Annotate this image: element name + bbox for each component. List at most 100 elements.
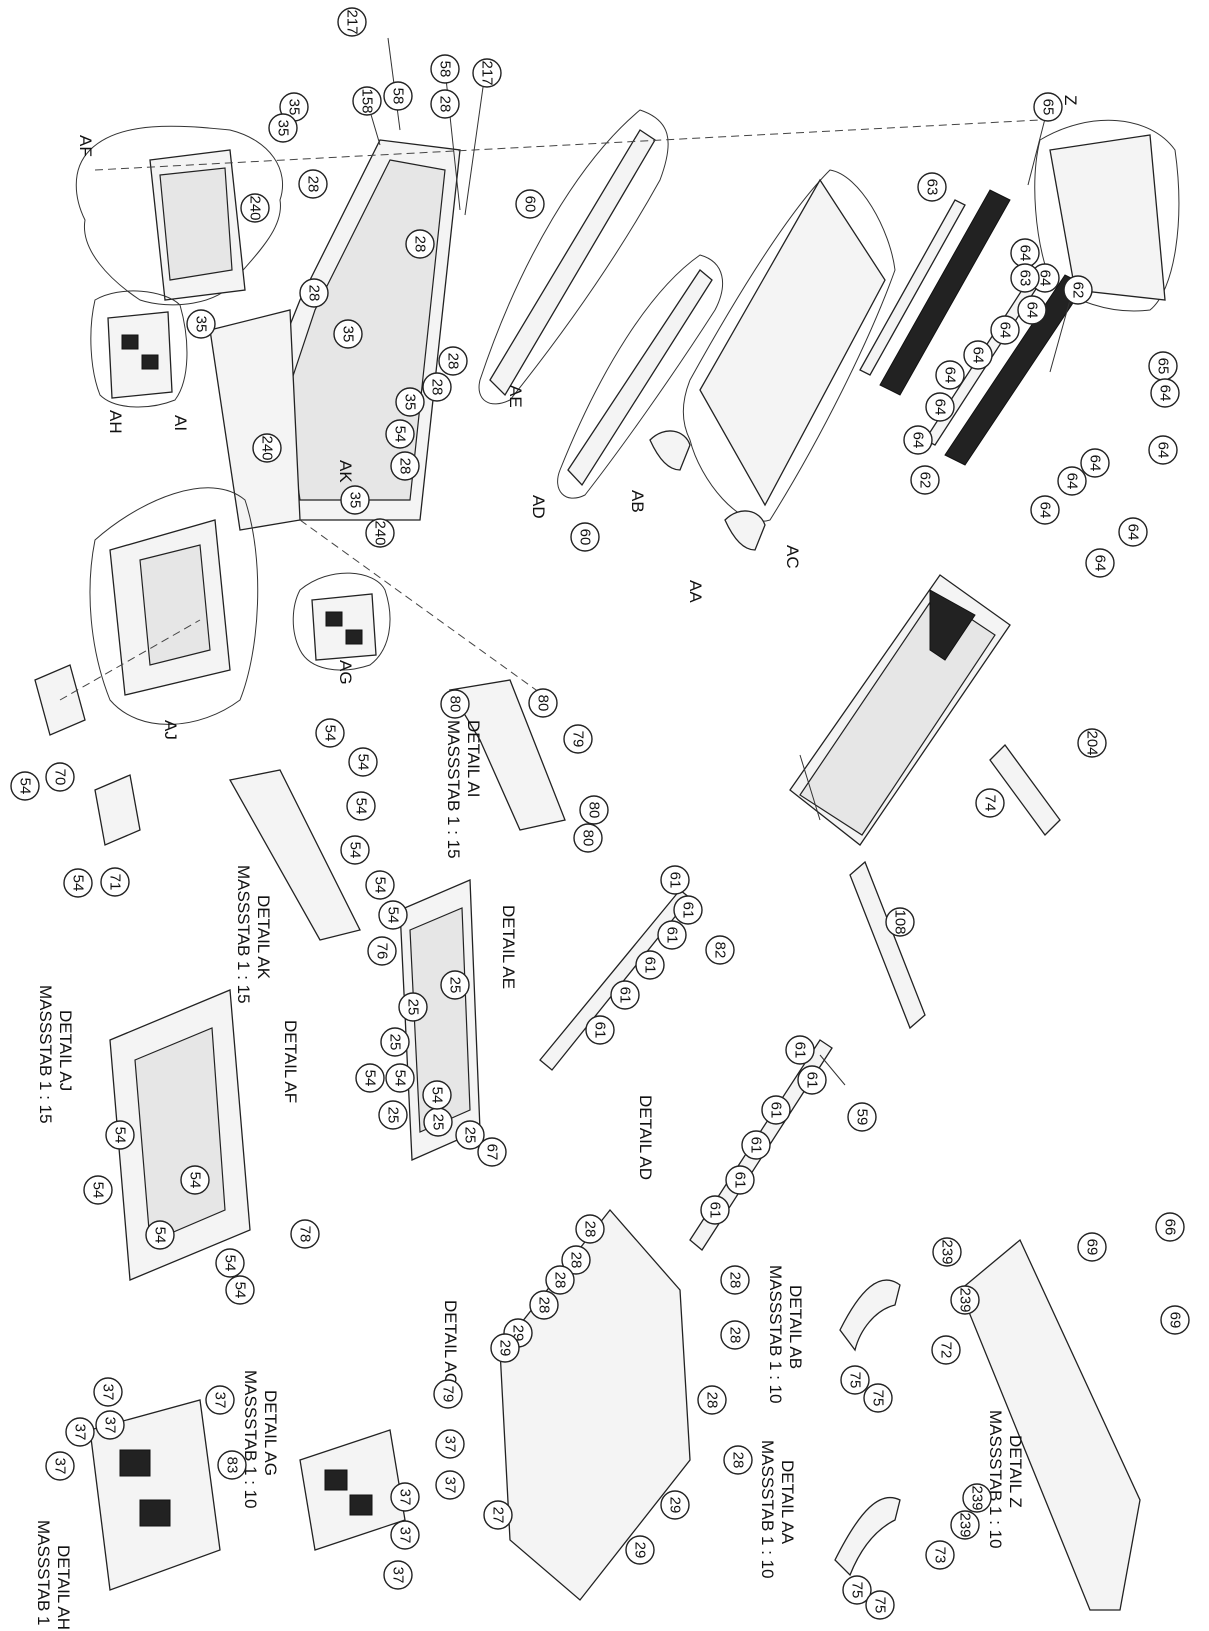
parts-layer — [34, 109, 1180, 1611]
detail-ad-title: DETAIL AD — [636, 1095, 655, 1180]
part-number-bubble: 64 — [1010, 238, 1040, 268]
part-number: 37 — [212, 1392, 229, 1409]
part-number-bubble: 28 — [723, 1445, 753, 1475]
bubble-circle — [337, 7, 367, 37]
part-number: 25 — [430, 1114, 447, 1131]
part-number: 64 — [942, 367, 959, 384]
part-number: 64 — [1064, 473, 1081, 490]
part-number: 64 — [1037, 270, 1054, 287]
part-number-bubble: 28 — [422, 372, 452, 402]
bubble-circle — [1148, 435, 1178, 465]
part-number: 63 — [924, 179, 941, 196]
bubble-circle — [383, 81, 413, 111]
part-number: 61 — [732, 1172, 749, 1189]
part-number: 54 — [152, 1227, 169, 1244]
part-number-bubble: 28 — [529, 1290, 559, 1320]
part-number: 35 — [286, 99, 303, 116]
part-number: 64 — [970, 347, 987, 364]
bubble-circle — [761, 1095, 791, 1125]
bubble-circle — [575, 1214, 605, 1244]
bubble-circle — [990, 315, 1020, 345]
part-number-bubble: 74 — [975, 788, 1005, 818]
bubble-circle — [660, 865, 690, 895]
part-number-bubble: 71 — [100, 867, 130, 897]
bubble-circle — [472, 58, 502, 88]
part-number: 64 — [932, 399, 949, 416]
bubble-circle — [422, 1080, 452, 1110]
bubble-circle — [340, 485, 370, 515]
part-number-bubble: 28 — [299, 278, 329, 308]
part-number-bubble: 29 — [625, 1535, 655, 1565]
bubble-circle — [380, 1027, 410, 1057]
part-number-bubble: 158 — [352, 86, 382, 116]
part-number: 28 — [582, 1221, 599, 1238]
bubble-circle — [405, 229, 435, 259]
part-number-bubble: 61 — [657, 920, 687, 950]
part-number: 239 — [957, 1287, 974, 1312]
label-z: Z — [1061, 95, 1080, 105]
bubble-circle — [1160, 1305, 1190, 1335]
bubble-circle — [725, 1165, 755, 1195]
bubble-circle — [483, 1500, 513, 1530]
bubble-circle — [1017, 295, 1047, 325]
bubble-circle — [917, 172, 947, 202]
bubble-circle — [100, 867, 130, 897]
part-number: 54 — [355, 754, 372, 771]
bubble-circle — [673, 895, 703, 925]
part-number-bubble: 28 — [430, 89, 460, 119]
part-number: 37 — [397, 1527, 414, 1544]
part-number: 28 — [429, 379, 446, 396]
detail-ah-title: DETAIL AH — [54, 1545, 73, 1630]
bubble-circle — [931, 1335, 961, 1365]
bubble-circle — [975, 788, 1005, 818]
part-number-bubble: 61 — [761, 1095, 791, 1125]
part-number-bubble: 240 — [365, 518, 395, 548]
bubble-circle — [383, 1560, 413, 1590]
part-number: 69 — [1084, 1239, 1101, 1256]
bubble-circle — [477, 1137, 507, 1167]
bubble-circle — [352, 86, 382, 116]
part-number-bubble: 54 — [355, 1063, 385, 1093]
bubble-circle — [355, 1063, 385, 1093]
bubble-circle — [700, 1195, 730, 1225]
bubble-circle — [720, 1265, 750, 1295]
part-number-bubble: 80 — [573, 823, 603, 853]
part-number: 28 — [552, 1272, 569, 1289]
part-number-bubble: 75 — [863, 1383, 893, 1413]
part-number-bubble: 54 — [422, 1080, 452, 1110]
part-number: 29 — [632, 1542, 649, 1559]
bubble-circle — [660, 1490, 690, 1520]
detail-aa-title: DETAIL AA — [778, 1460, 797, 1545]
part-number-bubble: 75 — [840, 1365, 870, 1395]
part-number: 64 — [1087, 455, 1104, 472]
bubble-circle — [95, 1410, 125, 1440]
part-number-bubble: 37 — [390, 1520, 420, 1550]
part-number-bubble: 28 — [561, 1245, 591, 1275]
part-number-bubble: 64 — [963, 340, 993, 370]
part-number-bubble: 37 — [383, 1560, 413, 1590]
detail-ab-scale: MASSSTAB 1 : 10 — [766, 1265, 785, 1404]
part-number: 80 — [535, 695, 552, 712]
bubble-circle — [385, 419, 415, 449]
detail-ab-title: DETAIL AB — [786, 1285, 805, 1369]
bubble-circle — [962, 1483, 992, 1513]
detail-ag-title: DETAIL AG — [261, 1390, 280, 1476]
part-number: 240 — [372, 520, 389, 545]
part-number: 73 — [932, 1547, 949, 1564]
part-number-bubble: 79 — [433, 1379, 463, 1409]
part-number: 35 — [340, 326, 357, 343]
bubble-circle — [145, 1220, 175, 1250]
part-number-bubble: 62 — [1063, 275, 1093, 305]
part-number: 61 — [768, 1102, 785, 1119]
bubble-circle — [723, 1445, 753, 1475]
part-number-bubble: 108 — [885, 907, 915, 937]
bubble-circle — [367, 936, 397, 966]
part-number: 54 — [429, 1087, 446, 1104]
label-ad: AD — [529, 495, 548, 519]
bubble-circle — [925, 392, 955, 422]
bubble-circle — [240, 193, 270, 223]
part-number: 54 — [187, 1172, 204, 1189]
bubble-circle — [1077, 1232, 1107, 1262]
detail-ak-scale: MASSSTAB 1 : 15 — [234, 865, 253, 1004]
